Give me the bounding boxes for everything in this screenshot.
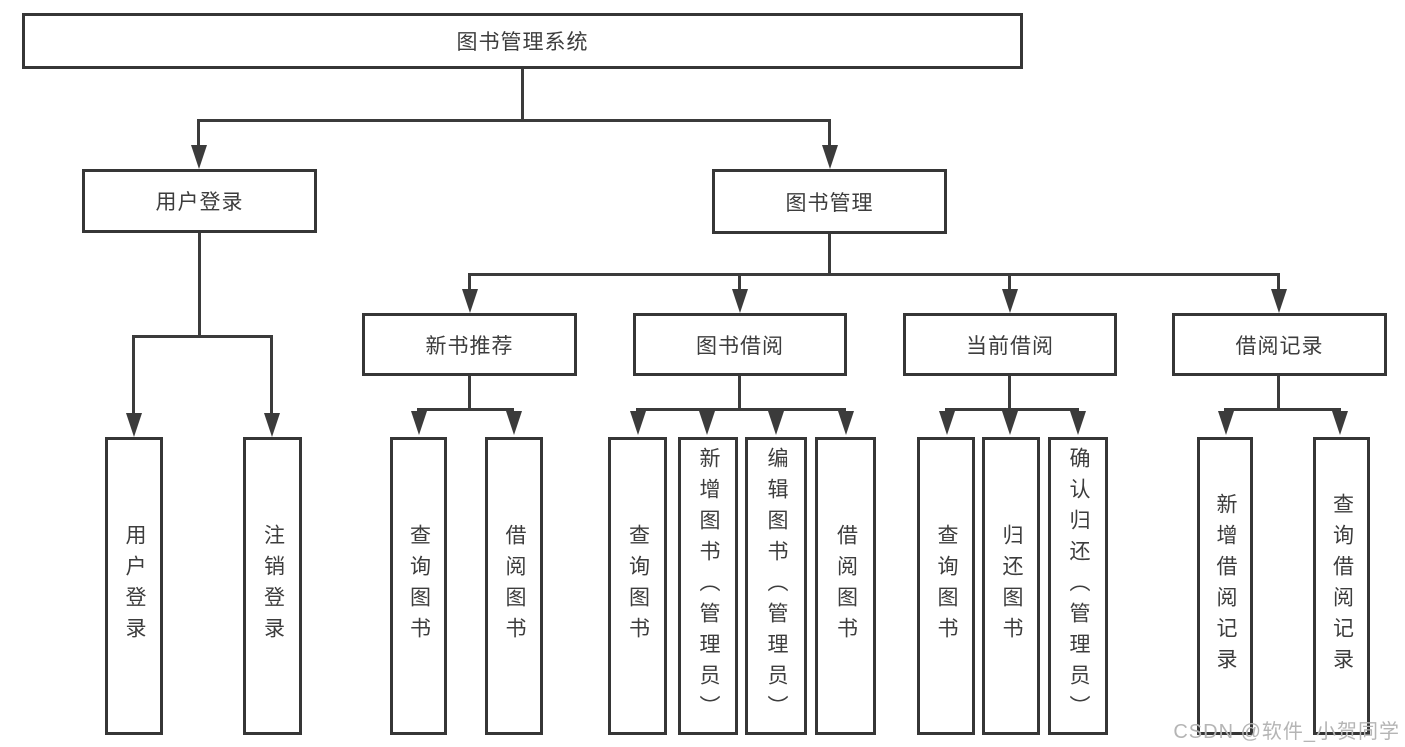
arrow-bb-4 [838,411,854,435]
connector-root-stem [521,69,524,119]
arrow-bb-2 [699,411,715,435]
connector-drop-leaf-logout [270,335,273,413]
connector-drop-current-borrow [1008,273,1011,291]
node-new-book-rec: 新书推荐 [362,313,577,376]
connector-current-borrow-stem [1008,376,1011,408]
connector-current-borrow-bus [945,408,1079,411]
node-new-book-rec-label: 新书推荐 [425,334,514,358]
leaf-user-login: 用户登录 [105,437,163,735]
connector-book-borrow-stem [738,376,741,408]
arrow-to-leaf-logout [264,413,280,437]
leaf-br-add-record: 新增借阅记录 [1197,437,1253,735]
arrow-to-leaf-login [126,413,142,437]
csdn-watermark: CSDN @软件_小贺同学 [1173,721,1400,743]
connector-book-borrow-bus [636,408,846,411]
node-current-borrow-label: 当前借阅 [966,334,1054,358]
node-current-borrow: 当前借阅 [903,313,1117,376]
node-book-mgmt: 图书管理 [712,169,947,234]
leaf-bb-borrow-books: 借阅图书 [815,437,876,735]
arrow-nb-1 [411,411,427,435]
connector-book-mgmt-bus [468,273,1280,276]
arrow-to-book-mgmt [822,145,838,169]
leaf-br-query-record: 查询借阅记录 [1313,437,1370,735]
node-user-login-label: 用户登录 [155,191,244,214]
arrow-cb-2 [1002,411,1018,435]
connector-drop-leaf-login [132,335,135,413]
connector-book-mgmt-stem [828,234,831,273]
node-book-mgmt-label: 图书管理 [785,191,874,215]
connector-drop-user-login [197,119,200,147]
arrow-br-1 [1218,411,1234,435]
leaf-nb-query-books-label: 查询图书 [407,524,431,648]
connector-drop-book-mgmt [828,119,831,147]
leaf-br-query-record-label: 查询借阅记录 [1330,493,1354,679]
arrow-cb-3 [1070,411,1086,435]
connector-user-login-bus [132,335,273,338]
connector-borrow-record-stem [1277,376,1280,408]
connector-drop-book-borrow [738,273,741,291]
node-book-borrow-label: 图书借阅 [696,334,784,358]
connector-root-bus [197,119,831,122]
arrow-to-new-book [462,289,478,313]
arrow-to-current-borrow [1002,289,1018,313]
connector-user-login-stem [198,233,201,335]
connector-new-book-bus [417,408,514,411]
connector-borrow-record-bus [1224,408,1341,411]
connector-drop-new-book [468,273,471,291]
node-borrow-record: 借阅记录 [1172,313,1387,376]
leaf-nb-borrow-books-label: 借阅图书 [503,524,526,648]
leaf-cb-query-books: 查询图书 [917,437,975,735]
leaf-nb-borrow-books: 借阅图书 [485,437,543,735]
node-root-label: 图书管理系统 [456,31,589,54]
leaf-bb-borrow-books-label: 借阅图书 [834,524,858,648]
leaf-cb-query-books-label: 查询图书 [935,524,958,648]
leaf-cb-return-books: 归还图书 [982,437,1040,735]
arrow-br-2 [1332,411,1348,435]
arrow-to-borrow-record [1271,289,1287,313]
arrow-bb-3 [768,411,784,435]
leaf-nb-query-books: 查询图书 [390,437,447,735]
connector-new-book-stem [468,376,471,408]
leaf-user-login-label: 用户登录 [123,524,146,648]
node-user-login: 用户登录 [82,169,317,233]
leaf-bb-add-books-admin: 新增图书（管理员） [678,437,738,735]
leaf-br-add-record-label: 新增借阅记录 [1214,493,1237,679]
node-book-borrow: 图书借阅 [633,313,847,376]
arrow-to-user-login [191,145,207,169]
leaf-bb-query-books: 查询图书 [608,437,667,735]
leaf-logout: 注销登录 [243,437,302,735]
arrow-cb-1 [939,411,955,435]
arrow-bb-1 [630,411,646,435]
node-borrow-record-label: 借阅记录 [1235,334,1324,358]
arrow-to-book-borrow [732,289,748,313]
leaf-bb-add-books-admin-label: 新增图书（管理员） [697,446,720,726]
leaf-cb-confirm-return-admin-label: 确认归还（管理员） [1067,446,1090,726]
leaf-bb-edit-books-admin: 编辑图书（管理员） [745,437,807,735]
arrow-nb-2 [506,411,522,435]
leaf-cb-return-books-label: 归还图书 [1000,524,1023,648]
leaf-bb-edit-books-admin-label: 编辑图书（管理员） [765,446,788,726]
leaf-bb-query-books-label: 查询图书 [626,524,650,648]
connector-drop-borrow-record [1277,273,1280,291]
leaf-logout-label: 注销登录 [261,524,285,648]
node-root: 图书管理系统 [22,13,1023,69]
leaf-cb-confirm-return-admin: 确认归还（管理员） [1048,437,1108,735]
